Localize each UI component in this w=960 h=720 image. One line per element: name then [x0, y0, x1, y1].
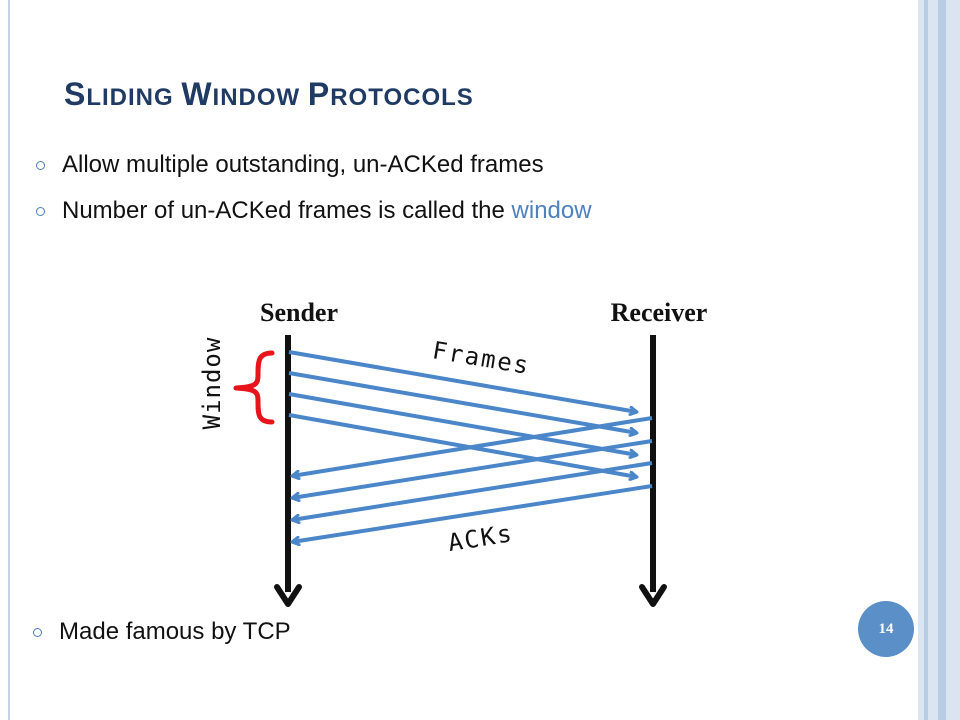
receiver-label: Receiver: [611, 298, 708, 327]
highlight-word-window: window: [511, 197, 592, 224]
frame-arrow: [288, 350, 637, 412]
title-word-2: WINDOW: [181, 76, 308, 112]
ack-arrow: [292, 484, 653, 542]
title-word-1: SLIDING: [64, 76, 182, 112]
acks-label: ACKs: [446, 519, 515, 557]
window-label: Window: [198, 337, 226, 430]
ack-arrow: [292, 416, 653, 476]
ack-arrow: [292, 439, 653, 498]
frames-label: Frames: [430, 336, 532, 380]
slide-right-bands: [918, 0, 960, 720]
title-word-3: PROTOCOLS: [307, 76, 474, 112]
bullet-circle-icon: [36, 161, 45, 170]
frame-arrow: [288, 392, 637, 455]
bullet-circle-icon: [33, 628, 42, 637]
window-bracket: [233, 350, 275, 425]
slide-left-border: [8, 0, 10, 720]
frame-arrow: [288, 371, 637, 433]
sliding-window-diagram: Sender Receiver Frames ACKs Window: [198, 298, 708, 607]
ack-arrow: [292, 461, 653, 520]
page-number-badge: 14: [858, 601, 914, 657]
ack-arrows: [292, 416, 653, 542]
sender-label: Sender: [260, 298, 338, 327]
sender-timeline: [274, 335, 302, 607]
receiver-timeline: [639, 335, 667, 607]
bullet-circle-icon: [36, 207, 45, 216]
frame-arrows: [288, 350, 637, 477]
slide-title: SLIDING WINDOW PROTOCOLS: [64, 76, 474, 113]
frame-arrow: [288, 413, 637, 477]
